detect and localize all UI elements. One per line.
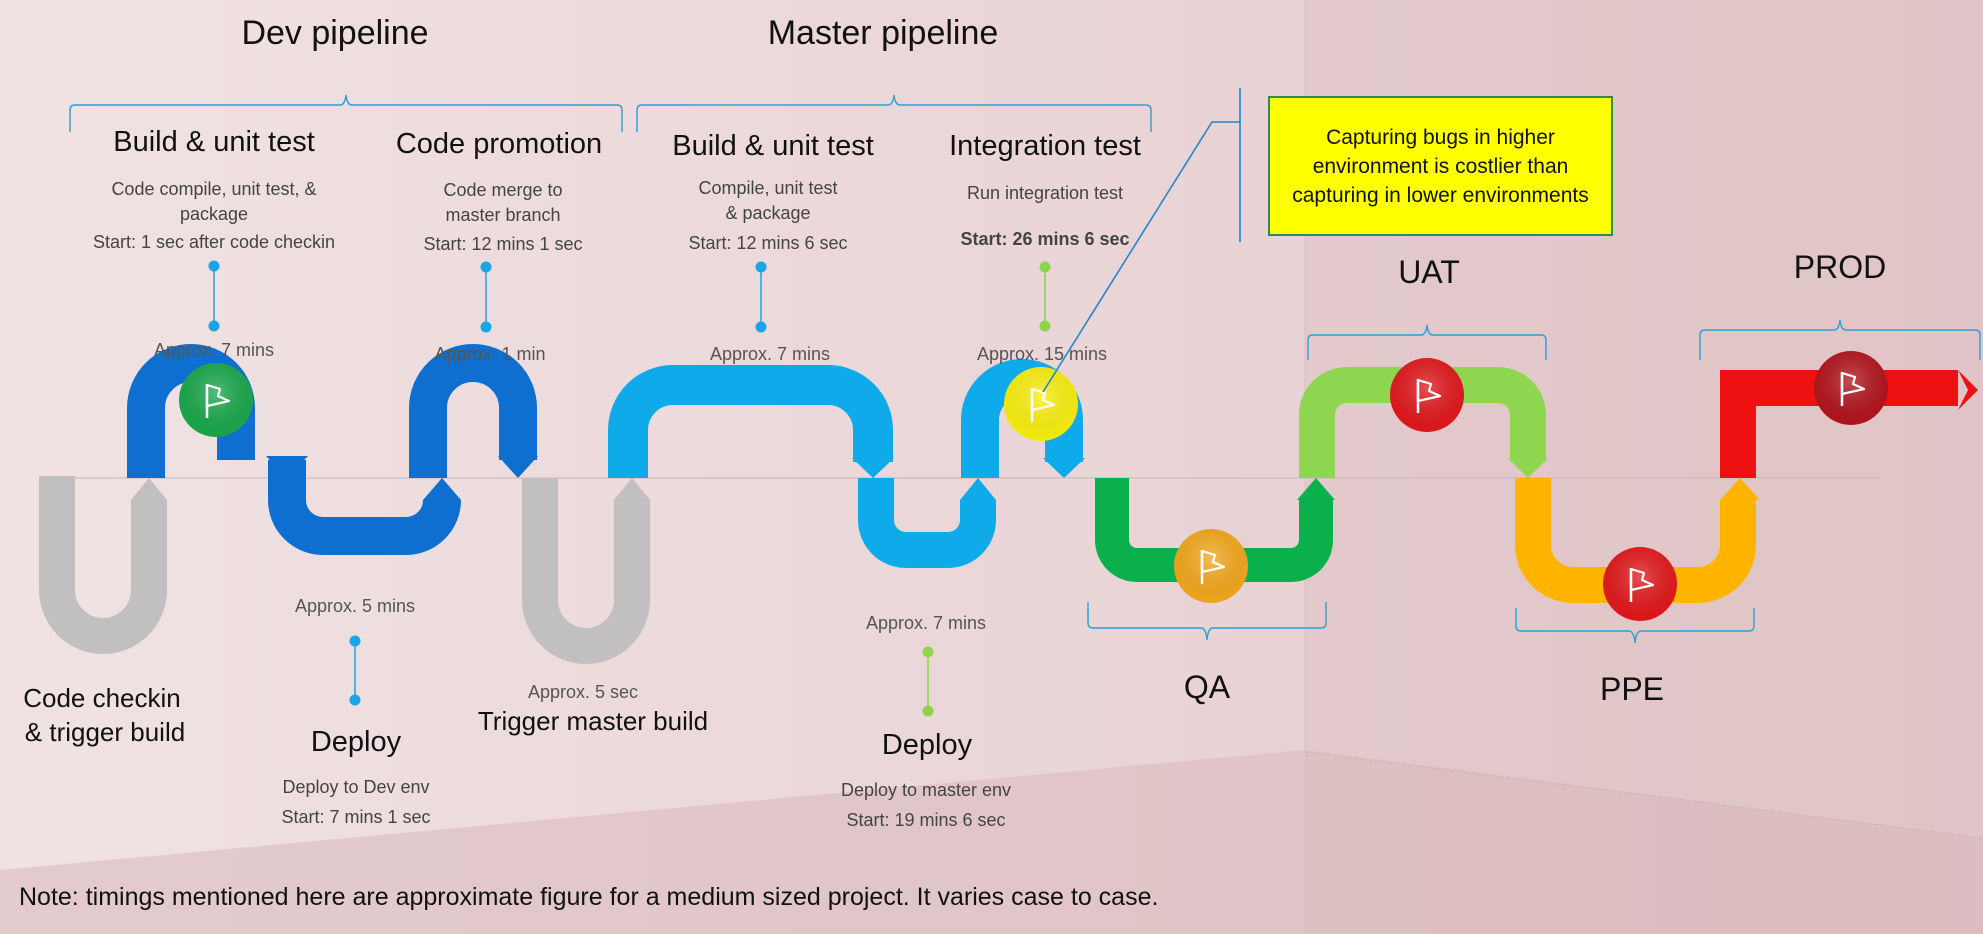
flag-icon — [1174, 529, 1248, 603]
trigger-master-approx: Approx. 5 sec — [527, 682, 639, 702]
connector-dev-deploy — [349, 635, 361, 706]
code-checkin-title-1: Code checkin — [23, 683, 181, 713]
arrow-down-icon — [1043, 458, 1085, 478]
dev-deploy-desc: Deploy to Dev env — [282, 777, 430, 797]
connector-dev-build — [208, 260, 220, 332]
prod-bracket — [1699, 319, 1981, 360]
code-checkin-title-2: & trigger build — [24, 717, 186, 747]
flag-icon — [1390, 358, 1464, 432]
ppe-bracket — [1515, 608, 1755, 644]
integration-test-desc: Run integration test — [966, 183, 1124, 203]
callout-pointer — [1042, 121, 1240, 393]
master-build-title: Build & unit test — [672, 130, 874, 162]
dev-build-desc-1: Code compile, unit test, & — [111, 179, 317, 199]
code-promotion-desc-2: master branch — [445, 205, 561, 225]
dev-build-title: Build & unit test — [113, 126, 315, 158]
flag-icon — [1004, 367, 1078, 441]
master-build-approx: Approx. 7 mins — [709, 344, 831, 364]
dev-pipeline-bracket — [69, 94, 623, 132]
master-pipeline-title: Master pipeline — [767, 14, 999, 52]
qa-bracket — [1087, 602, 1327, 641]
integration-test-title: Integration test — [949, 130, 1141, 162]
arrow-down-icon — [852, 458, 894, 478]
flag-icon — [1603, 547, 1677, 621]
arrow-up-icon — [614, 478, 650, 500]
integration-test-approx: Approx. 15 mins — [976, 344, 1108, 364]
uat-label: UAT — [1398, 254, 1460, 290]
pipe-trigger-master — [522, 478, 650, 664]
master-deploy-start: Start: 19 mins 6 sec — [846, 810, 1006, 830]
prod-label: PROD — [1793, 249, 1887, 285]
uat-bracket — [1307, 324, 1547, 360]
dev-deploy-start: Start: 7 mins 1 sec — [281, 807, 431, 827]
master-build-start: Start: 12 mins 6 sec — [688, 233, 848, 253]
arrow-up-icon — [131, 478, 167, 500]
code-promotion-title: Code promotion — [395, 128, 603, 160]
ppe-label: PPE — [1599, 671, 1665, 707]
master-build-desc-2: & package — [725, 203, 811, 223]
arrow-up-icon — [1297, 478, 1335, 500]
dev-deploy-approx: Approx. 5 mins — [294, 596, 416, 616]
arrow-up-icon — [960, 478, 996, 500]
master-pipeline-bracket — [636, 94, 1152, 132]
dev-build-desc-2: package — [179, 204, 249, 224]
master-deploy-approx: Approx. 7 mins — [865, 613, 987, 633]
dev-build-approx: Approx. 7 mins — [153, 340, 275, 360]
master-deploy-desc: Deploy to master env — [840, 780, 1012, 800]
arrow-up-icon — [423, 478, 461, 500]
connector-master-build — [755, 261, 767, 333]
master-deploy-title: Deploy — [881, 729, 973, 761]
pipe-code-checkin — [39, 476, 167, 654]
code-promotion-start: Start: 12 mins 1 sec — [423, 234, 583, 254]
pipe-dev-deploy — [268, 460, 461, 555]
arrow-right-icon — [1958, 370, 1978, 410]
dev-pipeline-title: Dev pipeline — [241, 14, 429, 52]
timing-note: Note: timings mentioned here are approxi… — [19, 883, 1159, 911]
floor-edge — [1304, 751, 1983, 839]
qa-label: QA — [1183, 669, 1231, 705]
integration-test-start: Start: 26 mins 6 sec — [960, 229, 1130, 249]
dev-deploy-title: Deploy — [310, 726, 402, 758]
dev-build-start: Start: 1 sec after code checkin — [92, 232, 336, 252]
arrow-down-icon — [1508, 458, 1548, 478]
connector-integration-test — [1039, 261, 1051, 332]
floor — [0, 750, 1983, 934]
trigger-master-title: Trigger master build — [477, 706, 709, 736]
arrow-down-icon — [266, 456, 308, 478]
code-promotion-approx: Approx. 1 min — [434, 344, 546, 364]
flag-icon — [1814, 351, 1888, 425]
flag-icon — [179, 363, 253, 437]
code-promotion-desc-1: Code merge to — [443, 180, 563, 200]
pipe-master-build — [608, 365, 893, 478]
connector-master-deploy — [922, 646, 934, 717]
pipe-code-promotion — [409, 344, 537, 478]
cost-callout: Capturing bugs in higher environment is … — [1268, 96, 1613, 236]
pipe-master-deploy — [858, 478, 996, 568]
master-build-desc-1: Compile, unit test — [698, 178, 838, 198]
arrow-up-icon — [1720, 478, 1760, 500]
connector-code-promotion — [480, 261, 492, 333]
arrow-down-icon — [498, 456, 538, 478]
